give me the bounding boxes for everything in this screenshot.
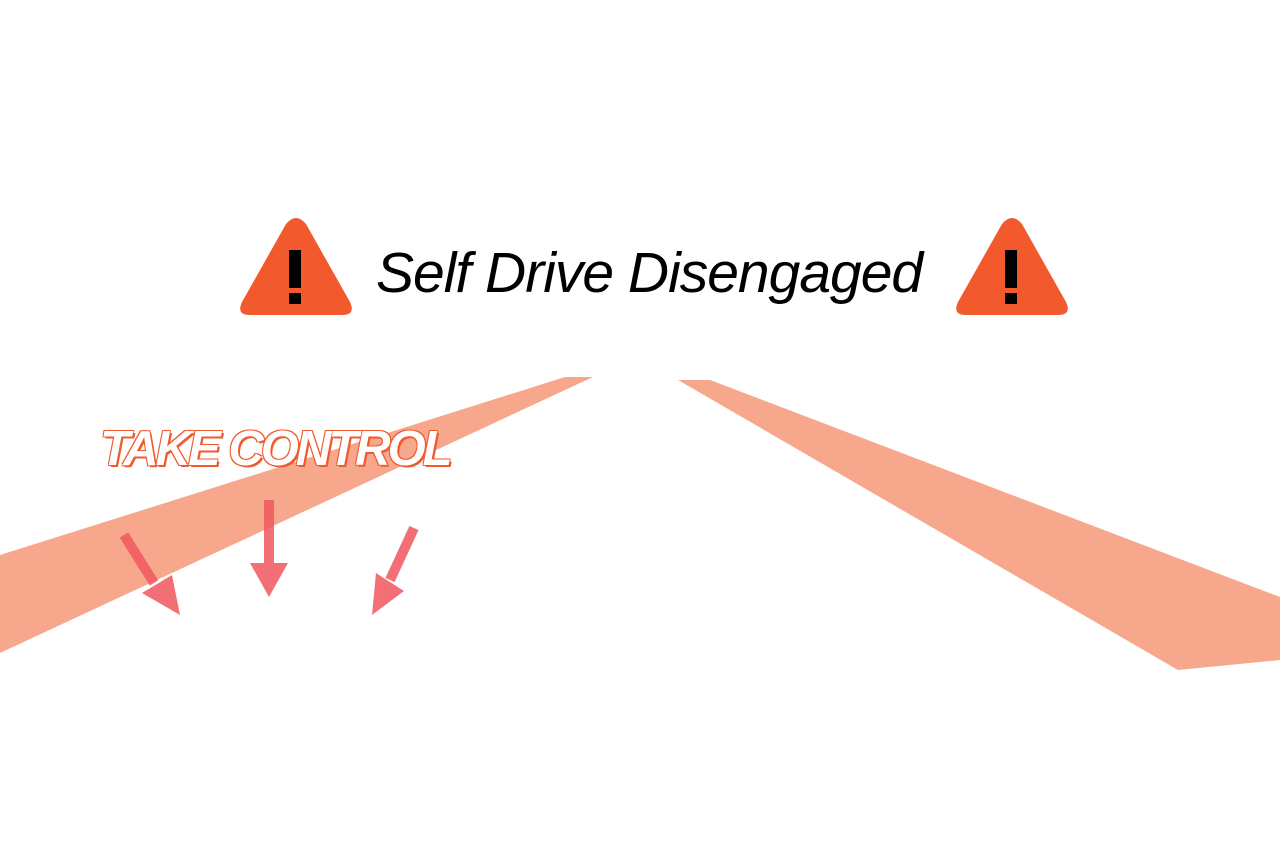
arrow-group bbox=[119, 500, 419, 615]
take-control-prompt: TAKE CONTROL bbox=[100, 422, 453, 476]
warning-icon bbox=[956, 218, 1068, 315]
left-lane-marking bbox=[0, 377, 593, 653]
disengage-warning-banner: Self Drive Disengaged bbox=[238, 216, 1072, 320]
arrow-down-icon bbox=[250, 500, 288, 597]
arrow-down-icon bbox=[372, 525, 419, 615]
banner-title: Self Drive Disengaged bbox=[376, 241, 923, 305]
warning-icon bbox=[240, 218, 352, 315]
right-lane-marking bbox=[678, 380, 1280, 670]
arrow-down-icon bbox=[119, 532, 180, 615]
